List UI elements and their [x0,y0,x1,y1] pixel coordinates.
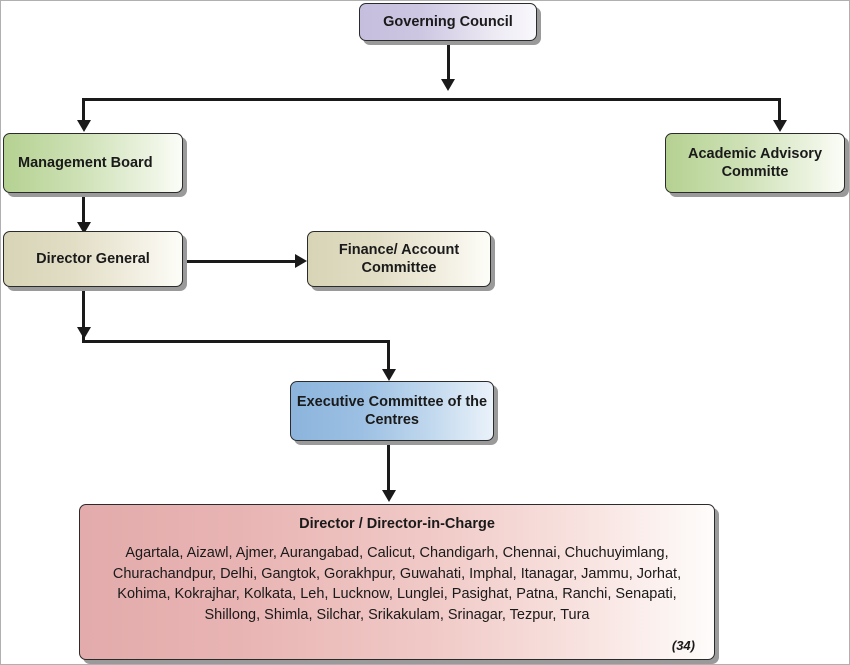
node-director-or-director-in-charge[interactable]: Director / Director-in-Charge Agartala, … [79,504,715,660]
connector-executive-arrowhead [382,369,396,381]
node-governing-council[interactable]: Governing Council [359,3,537,41]
connector-executive-to-directors [387,444,390,492]
connector-director-general-down-arrowhead [77,327,91,339]
node-management-board-label: Management Board [18,154,153,171]
node-academic-advisory-label: Academic Advisory Committe [687,145,823,180]
connector-distribution-bar [82,98,781,101]
connector-to-management-board [82,98,85,122]
directors-count-badge: (34) [671,638,695,653]
connector-down-to-executive [387,340,390,372]
connector-elbow-to-executive [82,340,390,343]
directors-panel-title: Director / Director-in-Charge [299,516,495,532]
node-management-board[interactable]: Management Board [3,133,183,193]
node-executive-committee-of-the-centres[interactable]: Executive Committee of the Centres [290,381,494,441]
node-director-general-label: Director General [36,250,150,267]
connector-governing-council-stem [447,43,450,81]
connector-management-board-arrowhead [77,120,91,132]
connector-director-general-down [82,291,85,343]
connector-academic-advisory-arrowhead [773,120,787,132]
connector-finance-arrowhead [295,254,307,268]
connector-governing-council-arrowhead [441,79,455,91]
node-director-general[interactable]: Director General [3,231,183,287]
node-academic-advisory-committe[interactable]: Academic Advisory Committe [665,133,845,193]
connector-director-general-to-finance [187,260,297,263]
node-finance-account-label: Finance/ Account Committee [338,241,460,276]
connector-to-academic-advisory [778,98,781,122]
node-executive-committee-label: Executive Committee of the Centres [296,393,488,428]
connector-directors-arrowhead [382,490,396,502]
node-finance-account-committee[interactable]: Finance/ Account Committee [307,231,491,287]
node-governing-council-label: Governing Council [383,13,513,30]
directors-centre-list: Agartala, Aizawl, Ajmer, Aurangabad, Cal… [112,545,682,623]
connector-management-board-to-director-general [82,193,85,225]
